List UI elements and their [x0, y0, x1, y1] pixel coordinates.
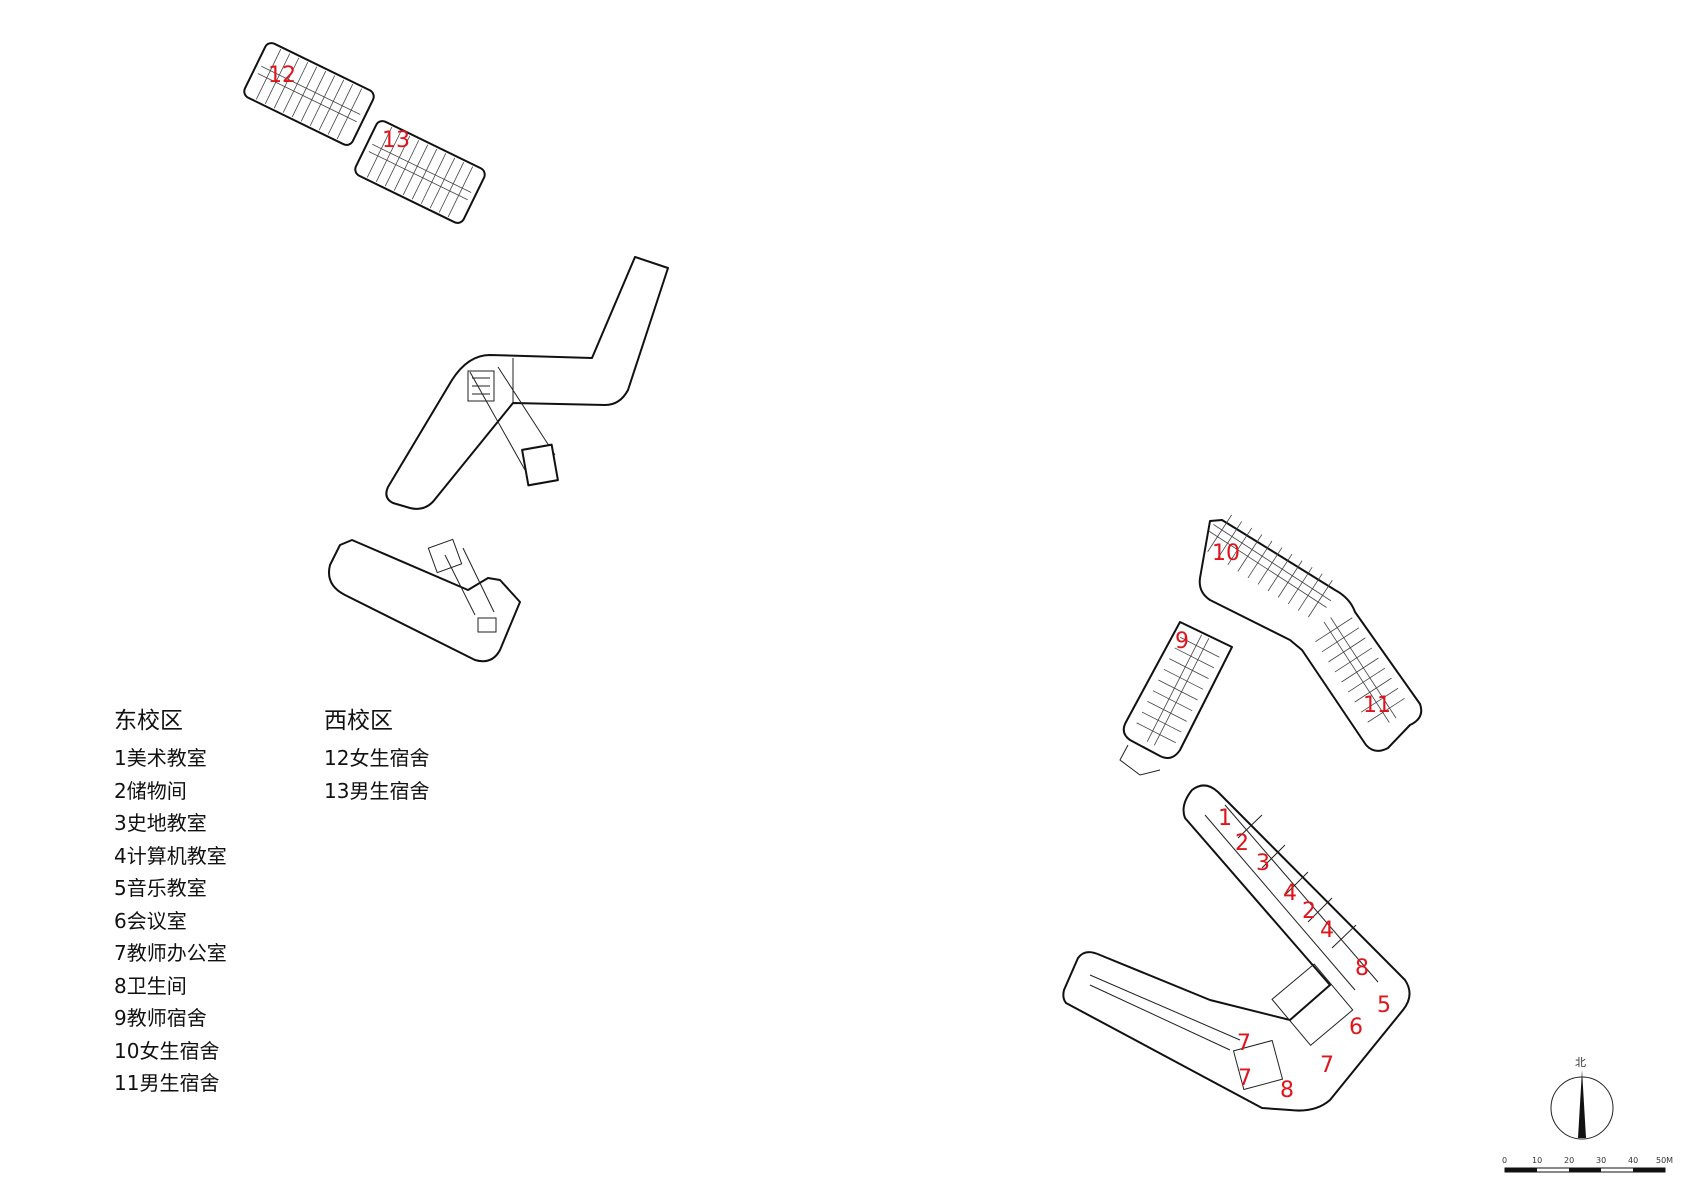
room-number-5: 5	[1377, 993, 1391, 1018]
room-number-8a: 8	[1355, 956, 1369, 981]
legend-east-title: 东校区	[114, 708, 183, 734]
west-dorm-girls-building	[243, 42, 375, 146]
legend-item: 6会议室	[114, 908, 187, 933]
room-number-8b: 8	[1280, 1078, 1294, 1103]
room-number-12: 12	[268, 63, 296, 88]
room-number-7c: 7	[1320, 1053, 1334, 1078]
legend-item: 11男生宿舍	[114, 1071, 220, 1095]
room-number-3: 3	[1256, 851, 1270, 876]
room-number-4a: 4	[1283, 881, 1297, 906]
north-arrow: 北	[1550, 1056, 1614, 1140]
east-dorm-10-11-building	[1198, 514, 1423, 752]
legend-item: 13男生宿舍	[324, 778, 430, 803]
room-number-13: 13	[382, 128, 410, 153]
scale-tick-30: 30	[1596, 1156, 1606, 1165]
legend-item: 1美术教室	[114, 746, 207, 770]
room-number-11: 11	[1363, 693, 1391, 718]
legend-east-campus: 东校区 1美术教室 2储物间 3史地教室 4计算机教室 5音乐教室 6会议室 7…	[114, 706, 227, 1100]
room-number-10: 10	[1212, 541, 1240, 566]
west-dorm-boys-building	[354, 120, 486, 224]
legend-west-campus: 西校区 12女生宿舍 13男生宿舍	[324, 706, 429, 807]
legend-item: 8卫生间	[114, 973, 187, 998]
room-number-2b: 2	[1302, 899, 1316, 924]
room-number-9: 9	[1175, 629, 1189, 654]
legend-item: 7教师办公室	[114, 941, 227, 965]
room-number-1: 1	[1218, 806, 1232, 831]
room-number-6: 6	[1349, 1015, 1363, 1040]
scale-tick-0: 0	[1502, 1156, 1507, 1165]
scale-bar: 0 10 20 30 40 50M	[1502, 1156, 1673, 1173]
legend-item: 9教师宿舍	[114, 1006, 207, 1030]
room-number-7b: 7	[1238, 1066, 1252, 1091]
room-number-4b: 4	[1320, 918, 1334, 943]
west-lower-building	[328, 538, 521, 663]
west-teaching-building	[385, 256, 669, 510]
east-dorm-9-building	[1119, 621, 1233, 776]
room-number-7a: 7	[1237, 1031, 1251, 1056]
east-teaching-building	[1062, 784, 1411, 1112]
scale-tick-10: 10	[1532, 1156, 1542, 1165]
legend-item: 12女生宿舍	[324, 746, 430, 770]
scale-tick-40: 40	[1628, 1156, 1638, 1165]
scale-tick-20: 20	[1564, 1156, 1574, 1165]
north-label: 北	[1575, 1056, 1586, 1069]
legend-item: 5音乐教室	[114, 876, 207, 900]
room-number-2a: 2	[1235, 831, 1249, 856]
legend-west-title: 西校区	[324, 708, 393, 734]
scale-tick-50: 50M	[1656, 1156, 1673, 1165]
legend-item: 4计算机教室	[114, 843, 227, 868]
legend-item: 3史地教室	[114, 811, 207, 835]
legend-item: 10女生宿舍	[114, 1038, 220, 1063]
legend-item: 2储物间	[114, 778, 187, 803]
